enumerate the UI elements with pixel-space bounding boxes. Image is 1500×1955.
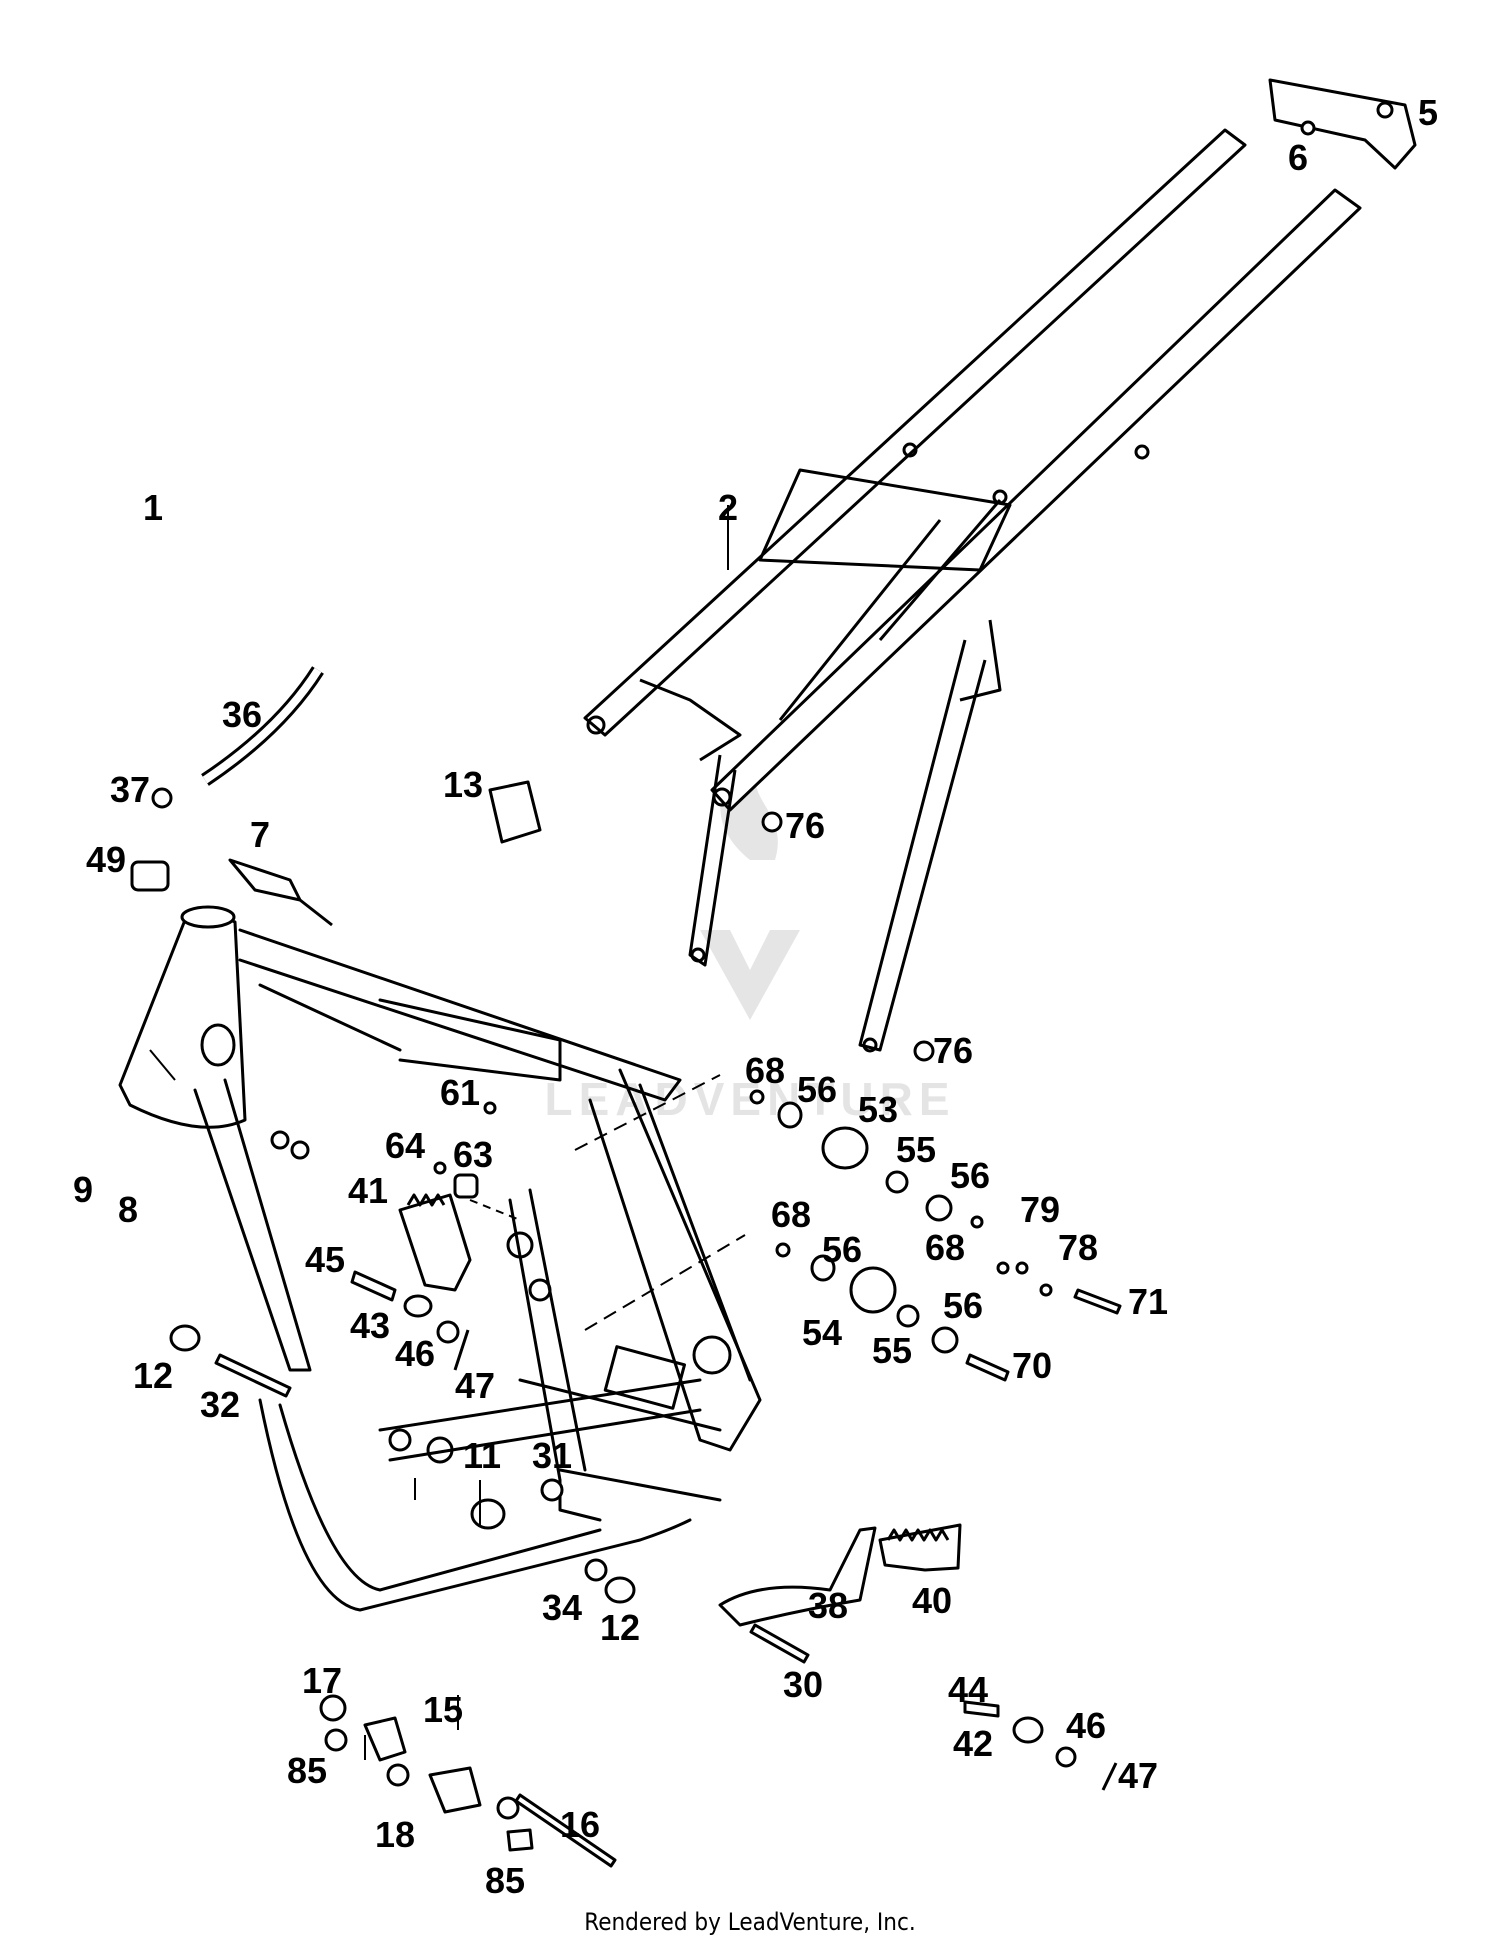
- leader-lines: [149, 505, 1118, 1791]
- callout: 42: [953, 1723, 993, 1764]
- callout: 85: [287, 1750, 327, 1791]
- callout: 85: [485, 1860, 525, 1901]
- callout: 6: [1288, 137, 1308, 178]
- callout: 55: [872, 1330, 912, 1371]
- callout: 71: [1128, 1281, 1168, 1322]
- rear-subframe: [583, 128, 1362, 1053]
- callout: 76: [785, 805, 825, 846]
- callout: 8: [118, 1189, 138, 1230]
- callout: 76: [933, 1030, 973, 1071]
- callout: 34: [542, 1587, 582, 1628]
- callout: 15: [423, 1689, 463, 1730]
- callout: 70: [1012, 1345, 1052, 1386]
- callout-labels: 1 2 5 6 7 8 9 11 12 12 13 15 16 17 18 30…: [73, 92, 1438, 1901]
- callout: 11: [463, 1435, 501, 1476]
- footer-credit: Rendered by LeadVenture, Inc.: [584, 1908, 916, 1936]
- callout: 16: [560, 1804, 600, 1845]
- callout: 56: [822, 1229, 862, 1270]
- callout: 13: [443, 764, 483, 805]
- callout: 43: [350, 1305, 390, 1346]
- callout: 32: [200, 1384, 240, 1425]
- callout: 36: [222, 694, 262, 735]
- callout: 61: [440, 1072, 480, 1113]
- callout: 49: [86, 839, 126, 880]
- callout: 2: [718, 487, 738, 528]
- callout: 78: [1058, 1227, 1098, 1268]
- callout: 53: [858, 1089, 898, 1130]
- callout: 45: [305, 1239, 345, 1280]
- callout: 5: [1418, 92, 1438, 133]
- callout: 37: [110, 769, 150, 810]
- main-frame: [118, 905, 762, 1612]
- callout: 54: [802, 1312, 842, 1353]
- callout: 63: [453, 1134, 493, 1175]
- callout: 47: [455, 1365, 495, 1406]
- callout: 38: [808, 1585, 848, 1626]
- callout: 44: [948, 1669, 988, 1710]
- callout: 56: [943, 1285, 983, 1326]
- callout: 12: [133, 1355, 173, 1396]
- callout: 56: [797, 1069, 837, 1110]
- callout: 56: [950, 1155, 990, 1196]
- callout: 47: [1118, 1755, 1158, 1796]
- callout: 12: [600, 1607, 640, 1648]
- callout: 68: [745, 1050, 785, 1091]
- callout: 41: [348, 1170, 388, 1211]
- callout: 55: [896, 1129, 936, 1170]
- callout: 46: [1066, 1705, 1106, 1746]
- callout: 7: [250, 814, 270, 855]
- callout: 64: [385, 1125, 425, 1166]
- callout: 30: [783, 1664, 823, 1705]
- callout: 68: [925, 1227, 965, 1268]
- callout: 40: [912, 1580, 952, 1621]
- callout: 18: [375, 1814, 415, 1855]
- callout: 31: [532, 1435, 572, 1476]
- callout: 1: [143, 487, 163, 528]
- callout: 17: [302, 1660, 342, 1701]
- small-parts: [130, 78, 1417, 1868]
- callout: 9: [73, 1169, 93, 1210]
- callout: 79: [1020, 1189, 1060, 1230]
- callout: 46: [395, 1333, 435, 1374]
- callout: 68: [771, 1194, 811, 1235]
